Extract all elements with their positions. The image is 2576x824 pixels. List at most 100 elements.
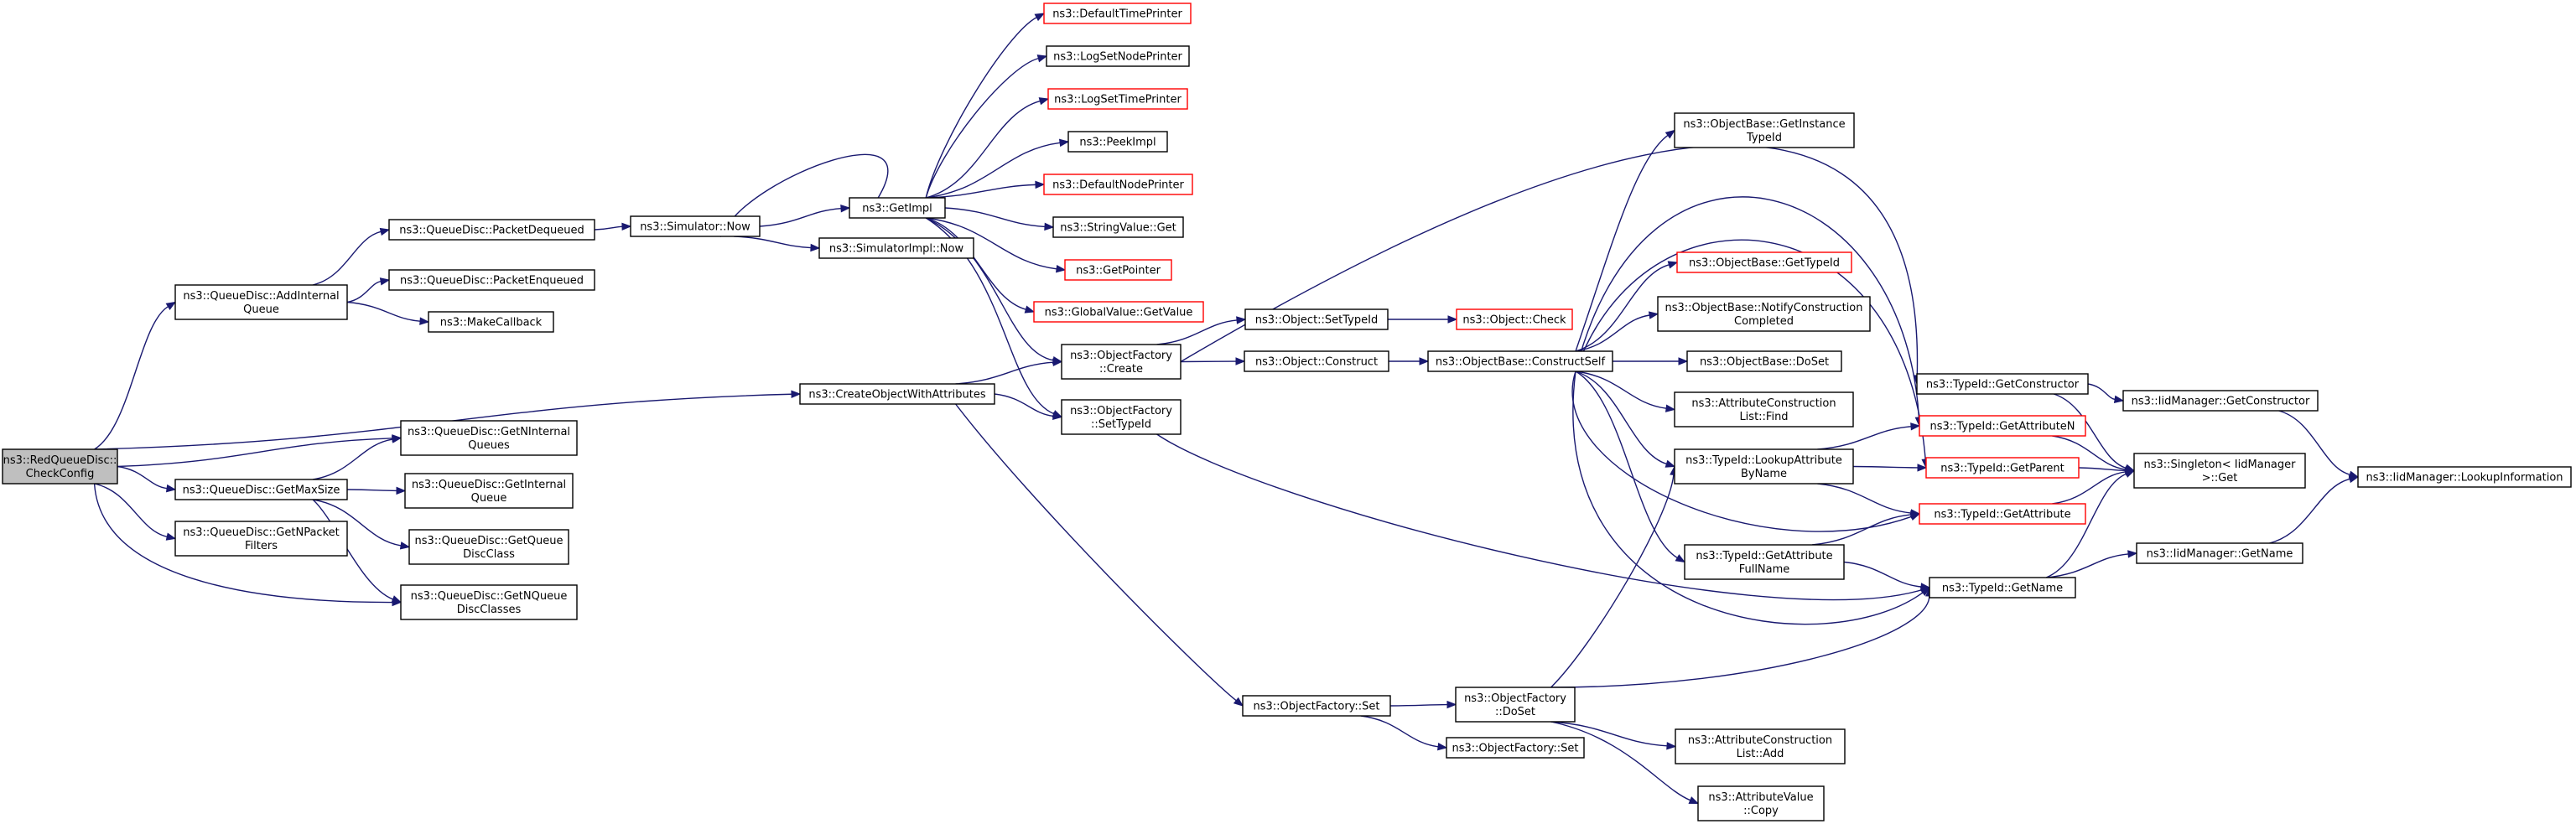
edge-arrowhead <box>1052 358 1063 366</box>
edge-constructself-to-getattributefullname <box>1575 371 1686 563</box>
node-box <box>408 529 569 565</box>
edge-arrowhead <box>1058 138 1070 148</box>
node-label-line: Filters <box>245 540 278 552</box>
node-box <box>1686 350 1842 372</box>
node-createobjectwithattributes[interactable]: ns3::CreateObjectWithAttributes <box>799 383 995 405</box>
node-attributevaluecopy[interactable]: ns3::AttributeValue::Copy <box>1697 785 1825 821</box>
node-label-line: CheckConfig <box>26 468 95 480</box>
edge-objectfactoryset-to-objectfactoryset2 <box>1360 715 1448 751</box>
node-label-line: ::DoSet <box>1495 706 1535 718</box>
node-box <box>1047 88 1188 110</box>
node-makecallback[interactable]: ns3::MakeCallback <box>428 311 554 333</box>
node-objectbasegettypeid[interactable]: ns3::ObjectBase::GetTypeId <box>1676 251 1852 273</box>
edge-line <box>926 100 1041 199</box>
node-objectcheck[interactable]: ns3::Object::Check <box>1456 308 1573 330</box>
node-label-line: ns3::Object::Check <box>1462 314 1566 327</box>
edge-line <box>925 217 1054 361</box>
node-box <box>1043 174 1193 195</box>
node-checkconfig[interactable]: ns3::RedQueueDisc::CheckConfig <box>2 448 118 485</box>
edge-arrowhead <box>1235 357 1246 365</box>
node-box <box>1244 350 1389 372</box>
node-box <box>818 237 974 259</box>
node-doset[interactable]: ns3::ObjectBase::DoSet <box>1686 350 1842 372</box>
edge-line <box>346 301 421 322</box>
edge-line <box>926 217 1026 310</box>
node-box <box>1925 457 2080 479</box>
node-packetenqueued[interactable]: ns3::QueueDisc::PacketEnqueued <box>388 269 595 291</box>
node-defaulttimeprinter[interactable]: ns3::DefaultTimePrinter <box>1043 3 1192 24</box>
node-packetdequeued[interactable]: ns3::QueueDisc::PacketDequeued <box>388 219 595 241</box>
node-label-line: ns3::ObjectBase::ConstructSelf <box>1436 356 1606 369</box>
node-defaultnodeprinter[interactable]: ns3::DefaultNodePrinter <box>1043 174 1193 195</box>
node-constructself[interactable]: ns3::ObjectBase::ConstructSelf <box>1427 350 1613 372</box>
node-simulatorimplnow[interactable]: ns3::SimulatorImpl::Now <box>818 237 974 259</box>
edge-arrowhead <box>1419 357 1430 365</box>
node-objectfactoryset[interactable]: ns3::ObjectFactory::Set <box>1242 695 1391 717</box>
node-notifyconstructioncompleted[interactable]: ns3::ObjectBase::NotifyConstructionCompl… <box>1657 296 1871 332</box>
node-objectsettypeid[interactable]: ns3::Object::SetTypeId <box>1244 308 1389 330</box>
node-box <box>428 311 554 333</box>
node-stringvalueget[interactable]: ns3::StringValue::Get <box>1052 216 1184 238</box>
edge-arrowhead <box>1044 222 1055 231</box>
edge-arrowhead <box>165 532 177 541</box>
node-typeidgetparent[interactable]: ns3::TypeId::GetParent <box>1925 457 2080 479</box>
edge-arrowhead <box>1034 13 1046 22</box>
edge-arrowhead <box>391 595 402 604</box>
node-typeidgetname[interactable]: ns3::TypeId::GetName <box>1929 577 2076 599</box>
node-getimpl[interactable]: ns3::GetImpl <box>849 197 946 219</box>
node-singletonget[interactable]: ns3::Singleton< IidManager >::Get <box>2133 453 2306 489</box>
node-box <box>400 420 578 456</box>
node-label-line: ns3::TypeId::LookupAttribute <box>1685 454 1842 467</box>
edge-objectfactorydoset-to-typeidgetname <box>1550 586 1934 688</box>
edge-constructself-to-notifyconstructioncompleted <box>1575 311 1659 352</box>
edge-objectconstruct-to-constructself <box>1389 357 1430 365</box>
node-objectfactorydoset[interactable]: ns3::ObjectFactory::DoSet <box>1455 687 1576 723</box>
node-globalvaluegetvalue[interactable]: ns3::GlobalValue::GetValue <box>1033 301 1204 323</box>
node-objectfactoryset2[interactable]: ns3::ObjectFactory::Set <box>1446 737 1585 759</box>
edge-constructself-to-lookupattributebyname <box>1575 371 1676 468</box>
edge-constructself-to-attrconstructionlistfind <box>1575 371 1676 412</box>
node-label-line: ns3::StringValue::Get <box>1060 222 1176 235</box>
node-label-line: ns3::ObjectFactory <box>1464 692 1566 705</box>
node-objectfactorysettypeid[interactable]: ns3::ObjectFactory::SetTypeId <box>1061 399 1182 435</box>
node-getmaxsize[interactable]: ns3::QueueDisc::GetMaxSize <box>174 479 348 500</box>
node-objectconstruct[interactable]: ns3::Object::Construct <box>1244 350 1389 372</box>
node-getpointer[interactable]: ns3::GetPointer <box>1064 259 1172 281</box>
node-label-line: ns3::SimulatorImpl::Now <box>829 243 964 256</box>
node-peekimpl[interactable]: ns3::PeekImpl <box>1067 131 1168 153</box>
edge-arrowhead <box>1446 700 1457 709</box>
edge-arrowhead <box>1055 264 1067 273</box>
edge-objectsettypeid-to-objectcheck <box>1388 315 1458 324</box>
node-label-line: >::Get <box>2202 472 2238 485</box>
node-logsetnodeprinter[interactable]: ns3::LogSetNodePrinter <box>1046 45 1190 67</box>
edge-getmaxsize-to-getinternalqueue <box>346 486 407 495</box>
node-typeidgetconstructor[interactable]: ns3::TypeId::GetConstructor <box>1916 373 2089 395</box>
node-iidmanagergetname[interactable]: ns3::IidManager::GetName <box>2136 542 2303 564</box>
edge-line <box>926 184 1036 199</box>
node-iidmanagergetconstructor[interactable]: ns3::IidManager::GetConstructor <box>2122 390 2319 412</box>
node-label-line: ns3::ObjectFactory <box>1070 350 1172 362</box>
edge-line <box>1817 483 1912 514</box>
node-logsettimeprinter[interactable]: ns3::LogSetTimePrinter <box>1047 88 1188 110</box>
edge-getmaxsize-to-getqueuediscclass <box>312 499 411 550</box>
node-lookupinformation[interactable]: ns3::IidManager::LookupInformation <box>2357 466 2572 488</box>
edge-getmaxsize-to-getninternalqueues <box>312 435 402 480</box>
edge-getimpl-to-defaulttimeprinter <box>925 13 1046 199</box>
edge-lookupattributebyname-to-typeidgetattributen <box>1817 422 1921 450</box>
node-typeidgetattributen[interactable]: ns3::TypeId::GetAttributeN <box>1919 415 2086 437</box>
node-objectfactorycreate[interactable]: ns3::ObjectFactory::Create <box>1061 344 1182 380</box>
node-label-line: ns3::QueueDisc::GetQueue <box>415 535 564 547</box>
node-typeidgetattribute[interactable]: ns3::TypeId::GetAttribute <box>1919 503 2086 525</box>
node-simulatornow[interactable]: ns3::Simulator::Now <box>630 215 761 237</box>
